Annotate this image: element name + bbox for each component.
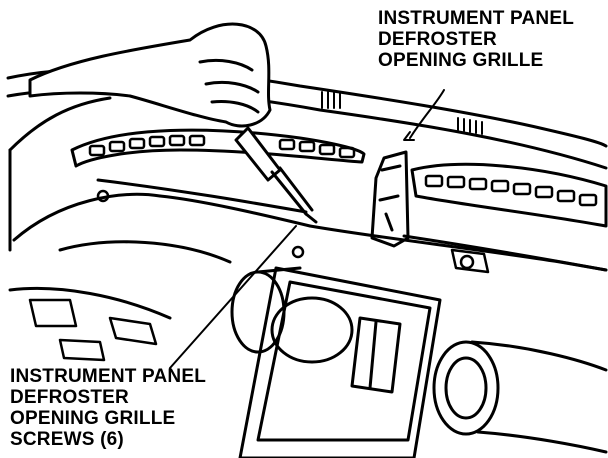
- screws-callout-line: DEFROSTER: [10, 387, 129, 408]
- lower-left-panel: [8, 240, 232, 362]
- left-round-vent: [230, 266, 302, 354]
- centre-bracket: [370, 150, 410, 248]
- right-defroster-vent: [410, 162, 608, 228]
- right-round-vent: [432, 340, 608, 454]
- leader-lines: [169, 89, 445, 369]
- screws-callout-label: INSTRUMENT PANEL DEFROSTER OPENING GRILL…: [10, 366, 206, 450]
- screws-callout-line: INSTRUMENT PANEL: [10, 366, 207, 387]
- dash-top-vent-marks: [321, 91, 483, 135]
- grille-callout-label: INSTRUMENT PANEL DEFROSTER OPENING GRILL…: [378, 8, 574, 71]
- grille-callout-line: DEFROSTER: [378, 29, 497, 50]
- centre-air-vent: [238, 266, 442, 458]
- screws-callout-line: SCREWS (6): [10, 429, 124, 450]
- left-defroster-vent: [70, 128, 366, 168]
- grille-callout-line: OPENING GRILLE: [378, 50, 544, 71]
- grille-callout-line: INSTRUMENT PANEL: [378, 8, 575, 29]
- dash-surface: [8, 96, 608, 272]
- hand-with-screwdriver: [28, 22, 318, 224]
- screws-callout-line: OPENING GRILLE: [10, 408, 176, 429]
- grille-screws: [96, 189, 490, 274]
